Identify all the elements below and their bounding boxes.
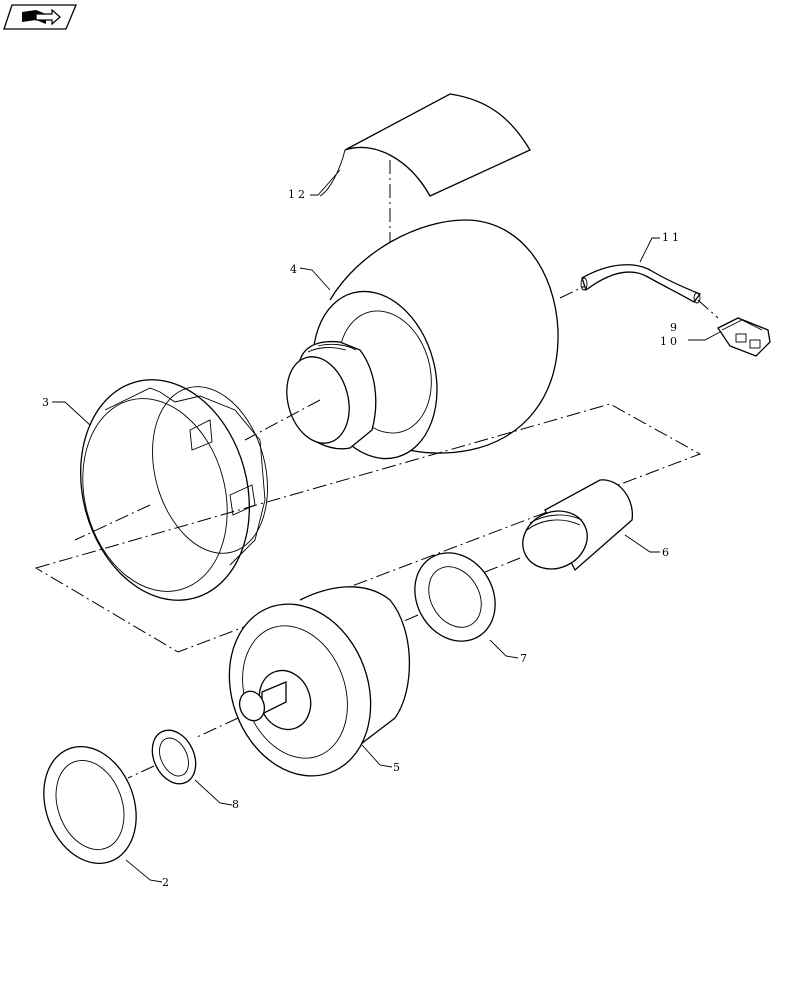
- part-11-cable: [580, 264, 702, 304]
- nav-icon-box[interactable]: [3, 4, 77, 30]
- axis-line-5: [194, 717, 239, 739]
- callout-8: 8: [232, 798, 242, 811]
- leader-lines: [52, 169, 721, 883]
- part-2-large-washer: [43, 745, 137, 865]
- part-3-ring: [80, 379, 268, 601]
- axis-line-6: [469, 557, 521, 579]
- callout-5: 5: [393, 761, 403, 774]
- part-6-plunger: [522, 479, 634, 572]
- callout-6: 6: [662, 546, 672, 559]
- book-with-arrow-icon: [22, 8, 61, 26]
- cable-connector-dash: [697, 299, 719, 319]
- part-9-10-connector: [717, 317, 771, 357]
- callout-7: 7: [520, 652, 530, 665]
- part-8-small-washer: [151, 729, 197, 785]
- callout-10: 10: [660, 335, 680, 348]
- callout-12: 12: [288, 188, 308, 201]
- callout-4: 4: [290, 263, 300, 276]
- axis-line-7: [394, 614, 419, 626]
- callout-2: 2: [162, 876, 172, 889]
- axis-line-3: [74, 504, 151, 541]
- part-5-piston: [228, 586, 411, 777]
- cable-dash-line: [559, 285, 586, 299]
- assembly-boundary: [34, 403, 702, 653]
- axis-line-8: [127, 765, 155, 779]
- part-7-washer: [414, 552, 496, 642]
- axis-line-4: [244, 399, 321, 441]
- callout-11: 11: [662, 231, 682, 244]
- callout-9: 9: [670, 321, 680, 334]
- callout-3: 3: [42, 396, 52, 409]
- part-4-cylinder: [286, 219, 559, 460]
- part-12-sheet: [319, 93, 531, 197]
